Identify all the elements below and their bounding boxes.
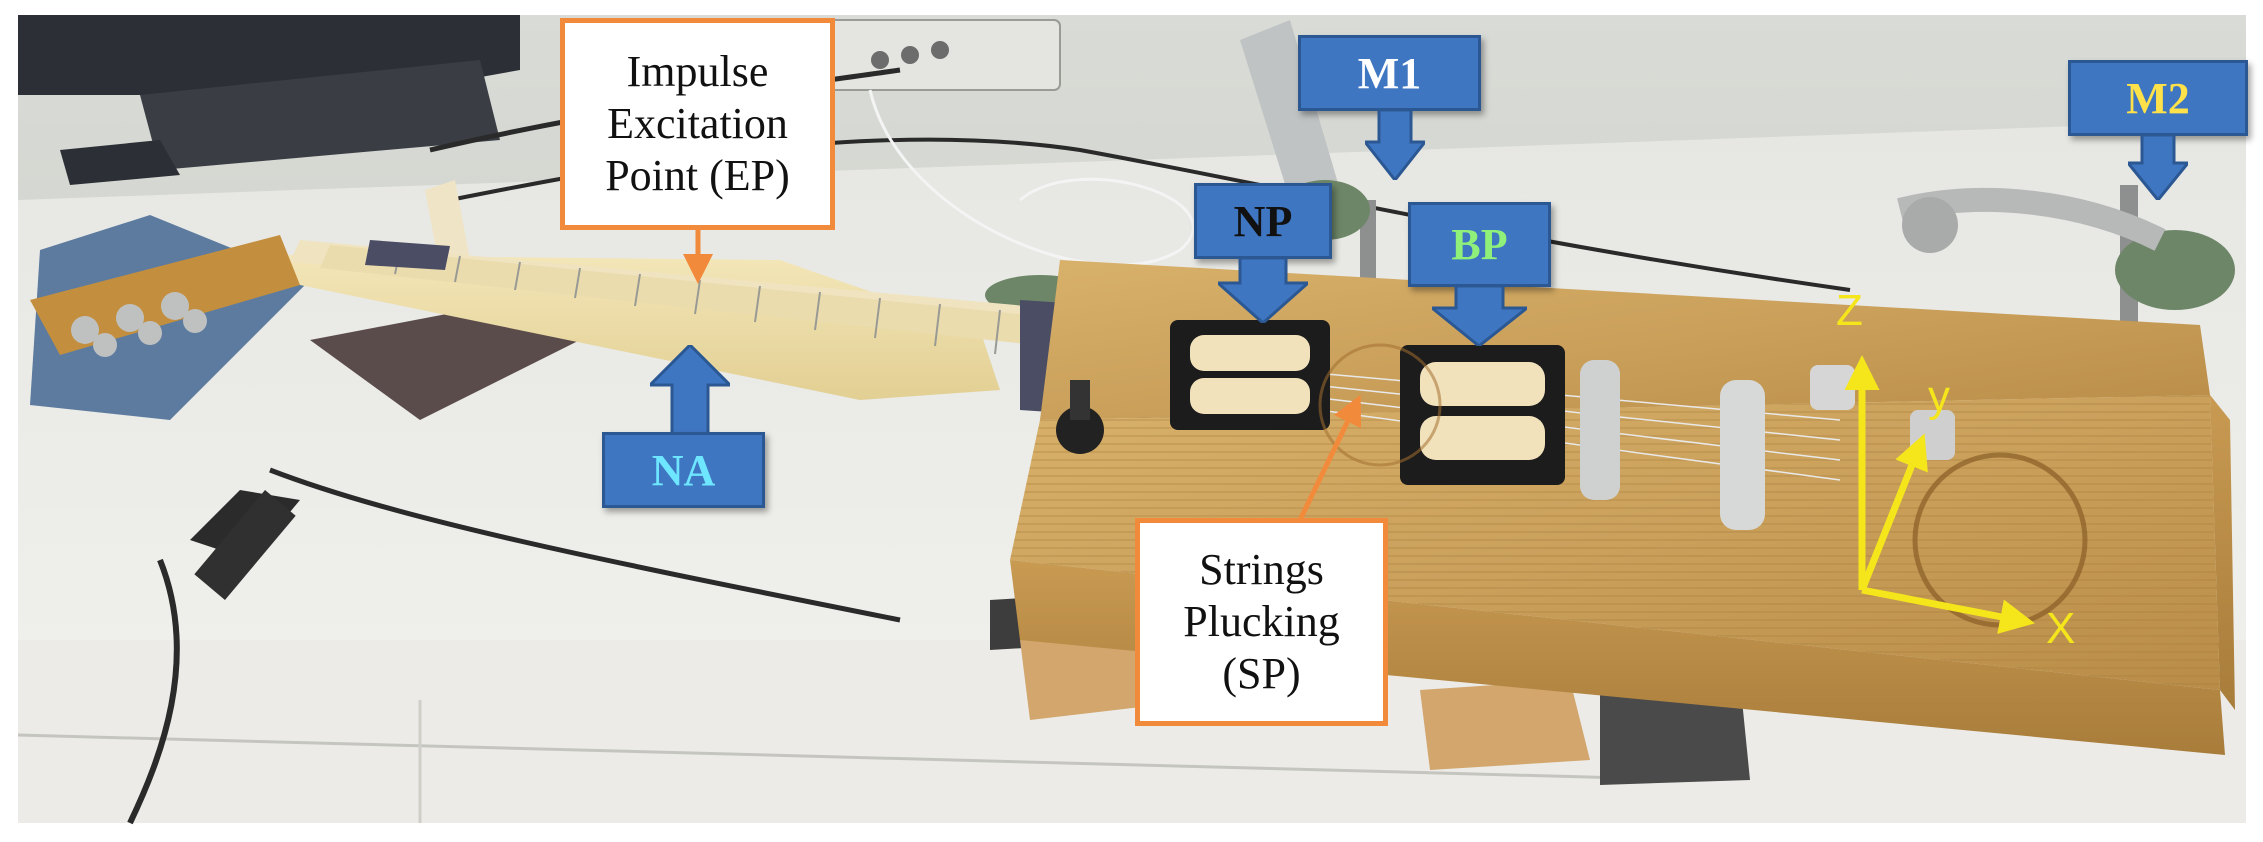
z-axis-label: Z xyxy=(1836,286,1863,335)
m1-tag: M1 xyxy=(1298,35,1481,111)
x-axis-label: X xyxy=(2046,604,2076,653)
excitation-point-callout: Impulse Excitation Point (EP) xyxy=(560,18,835,230)
y-axis xyxy=(1858,433,1928,592)
strings-plucking-callout: Strings Plucking (SP) xyxy=(1135,518,1388,726)
x-axis xyxy=(1861,586,2035,634)
m2-tag: M2 xyxy=(2068,60,2248,136)
np-arrow-icon xyxy=(1218,258,1308,323)
bp-arrow-icon xyxy=(1432,286,1527,346)
np-tag: NP xyxy=(1194,183,1332,259)
na-arrow-icon xyxy=(650,345,730,435)
m1-arrow-icon xyxy=(1365,110,1425,180)
bp-tag: BP xyxy=(1408,202,1551,287)
sp-arrow xyxy=(1297,394,1362,522)
y-axis-label: y xyxy=(1928,372,1950,421)
na-tag: NA xyxy=(602,432,765,508)
m2-arrow-icon xyxy=(2128,135,2188,200)
